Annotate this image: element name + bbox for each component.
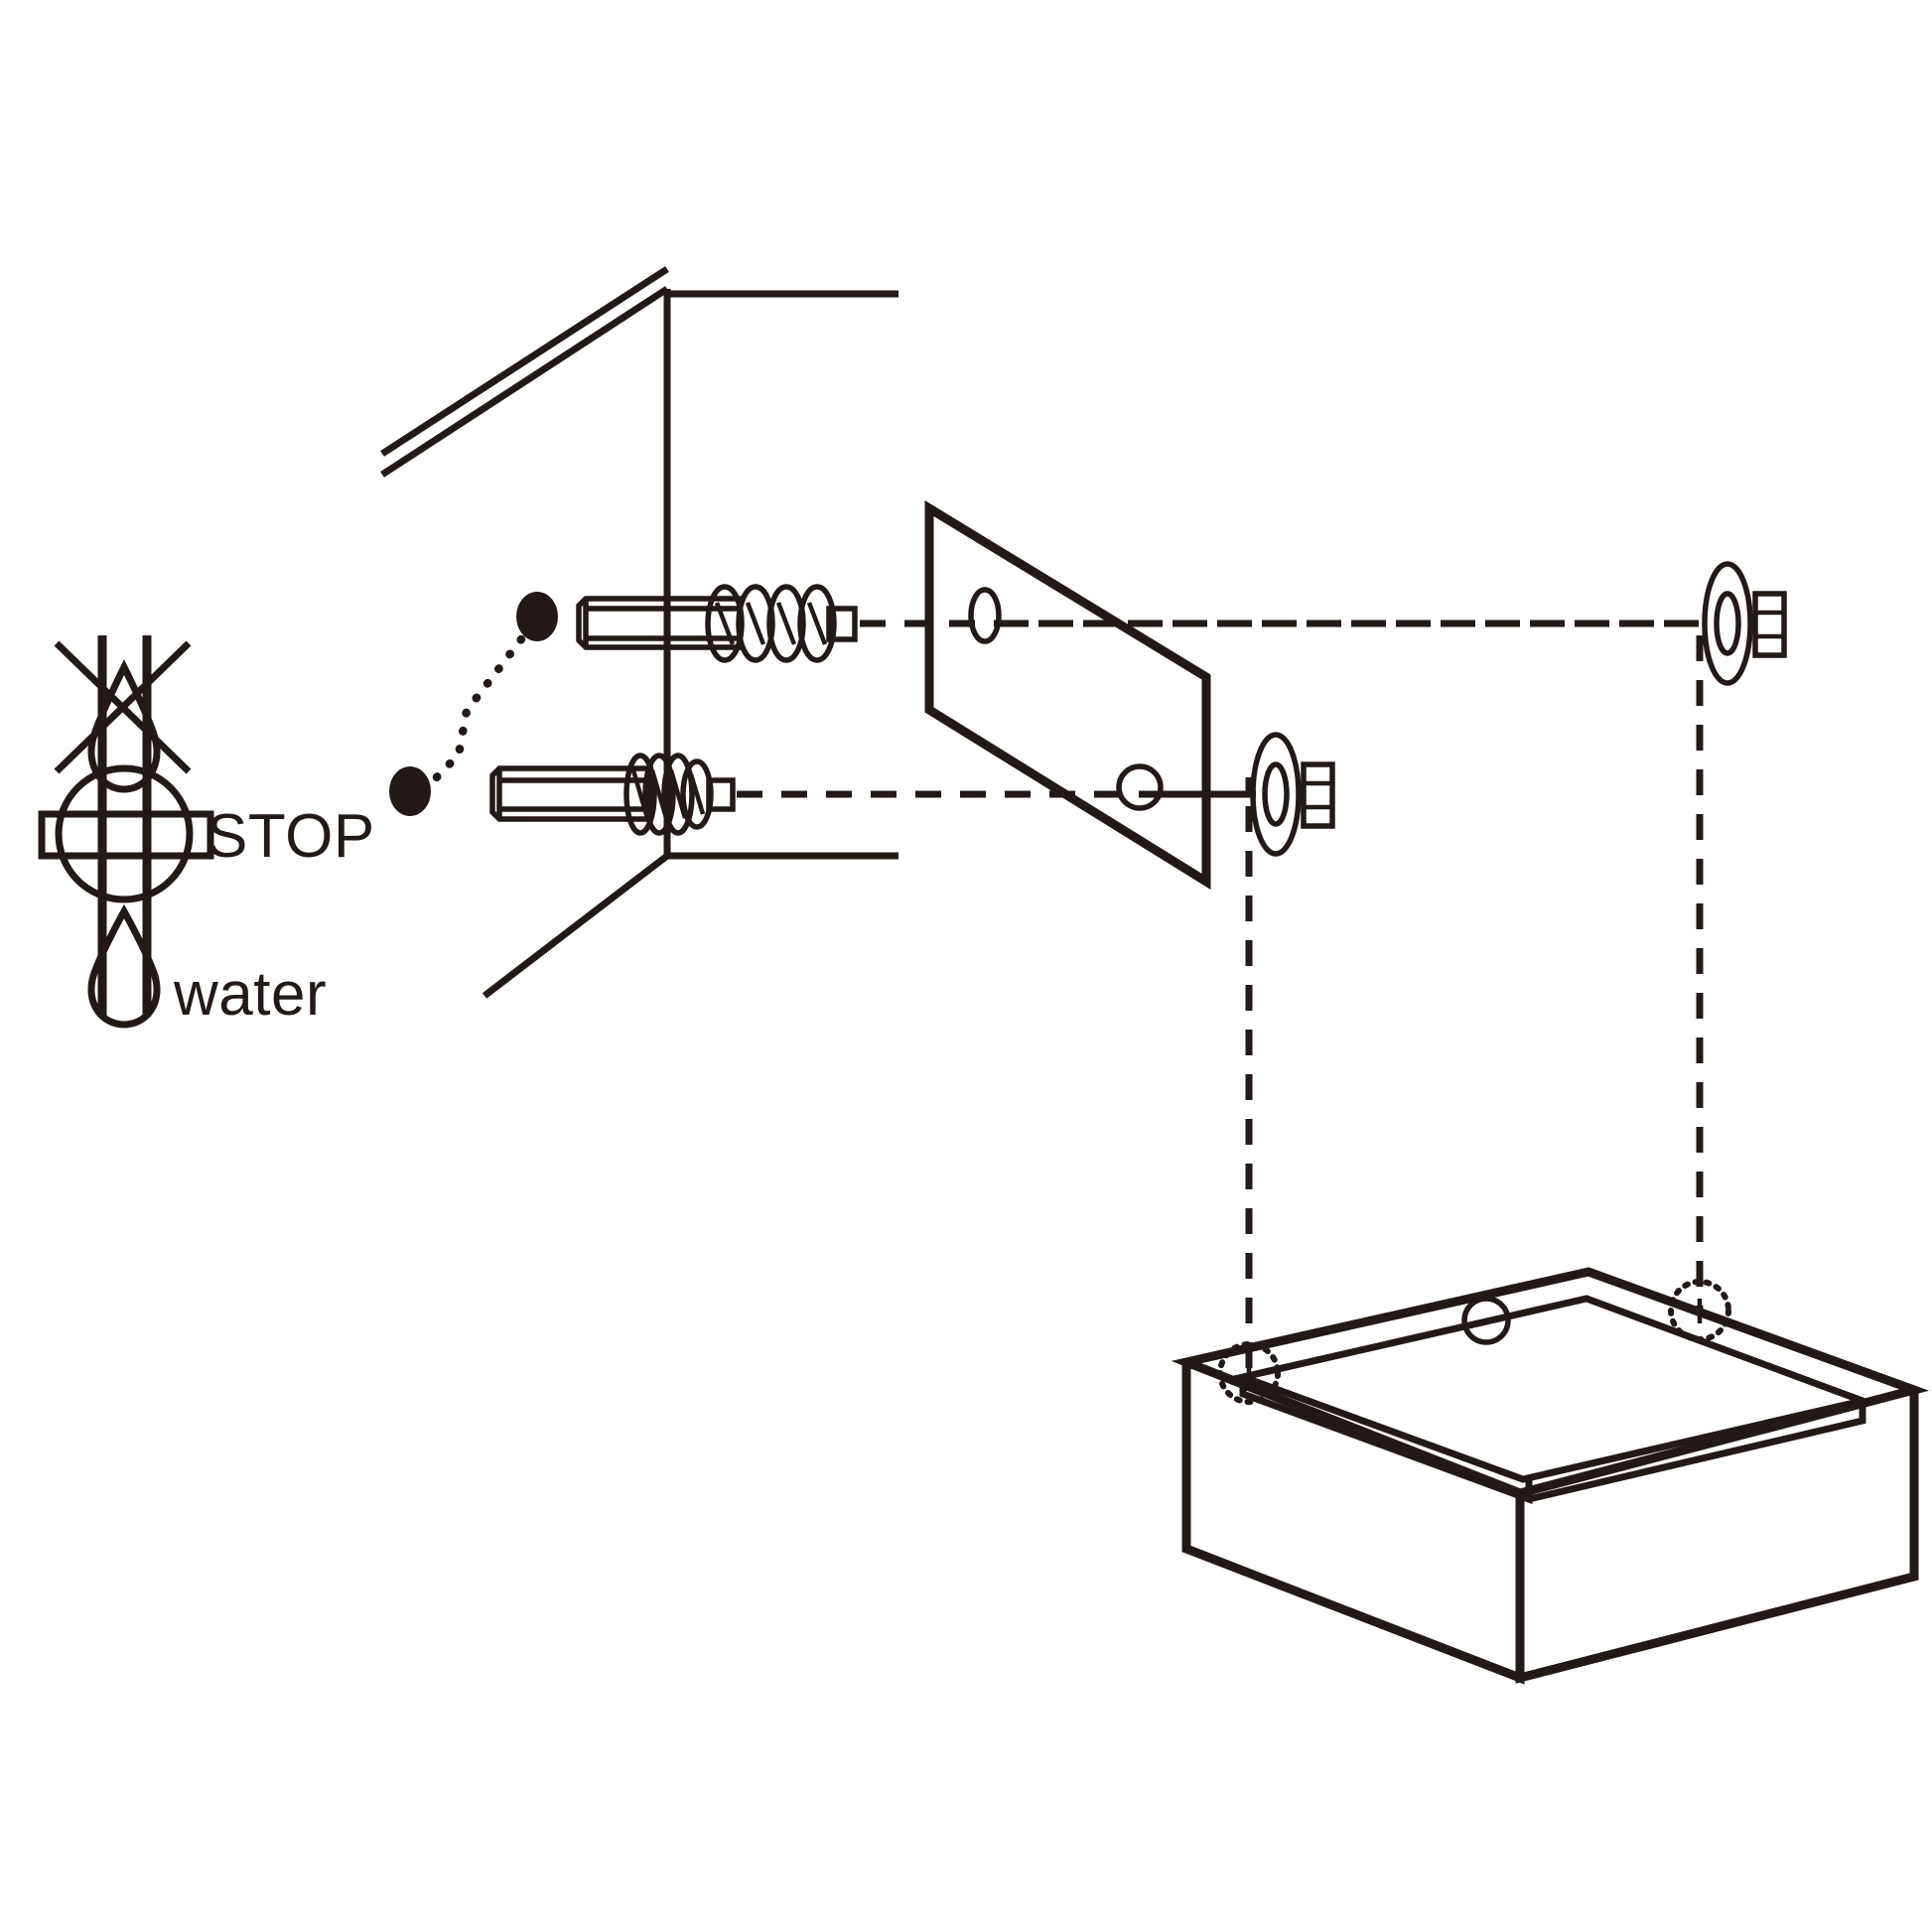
water-drop-icon [87,903,161,1029]
shut-off-water-symbol: STOP water [38,635,375,1029]
thread-coils [705,584,837,663]
water-label: water [173,960,327,1029]
valve-handle-icon [38,810,214,860]
washer-bore [1262,761,1290,827]
washer-bore [1714,591,1741,656]
nut-block [1301,761,1335,829]
lower-washer-and-nut [1245,732,1335,857]
marker-connector-line [424,634,526,790]
centre-lines-horizontal [737,620,1706,798]
rod-tip [826,606,858,642]
nut-block [1752,591,1787,658]
washer-outer [1250,732,1302,857]
marker-dot-upper [516,592,558,641]
drill-point-markers [389,592,558,816]
rectangular-washbasin [1171,1267,1930,1685]
valve-body-icon [55,764,194,903]
upper-washer-and-nut [1702,561,1787,686]
centre-lines-overlay [1003,620,1706,798]
basin-left-face [1181,1362,1525,1685]
marker-dot-lower [389,766,431,816]
rod-tip [706,777,736,812]
washer-outer [1702,561,1753,686]
right-mounting-point [1668,1279,1731,1342]
cross-out-icon [54,640,192,774]
centre-lines-vertical [1245,635,1704,1368]
floor-diagonal [482,853,670,999]
mounting-plate [924,499,1211,891]
basin-front-face [1515,1390,1919,1684]
stop-label: STOP [207,802,375,871]
basin-inner-wall-right [1528,1401,1866,1503]
blocked-water-drop-icon [87,659,161,793]
lower-threaded-rod [489,753,736,836]
upper-slot-hole [968,587,1002,644]
basin-inner-wall-left [1239,1377,1533,1505]
upper-threaded-rod [576,584,858,663]
left-mounting-point [1217,1341,1281,1405]
lower-round-hole [1116,763,1164,811]
ceiling-diagonal [380,266,669,478]
drain-hole [1461,1296,1511,1345]
